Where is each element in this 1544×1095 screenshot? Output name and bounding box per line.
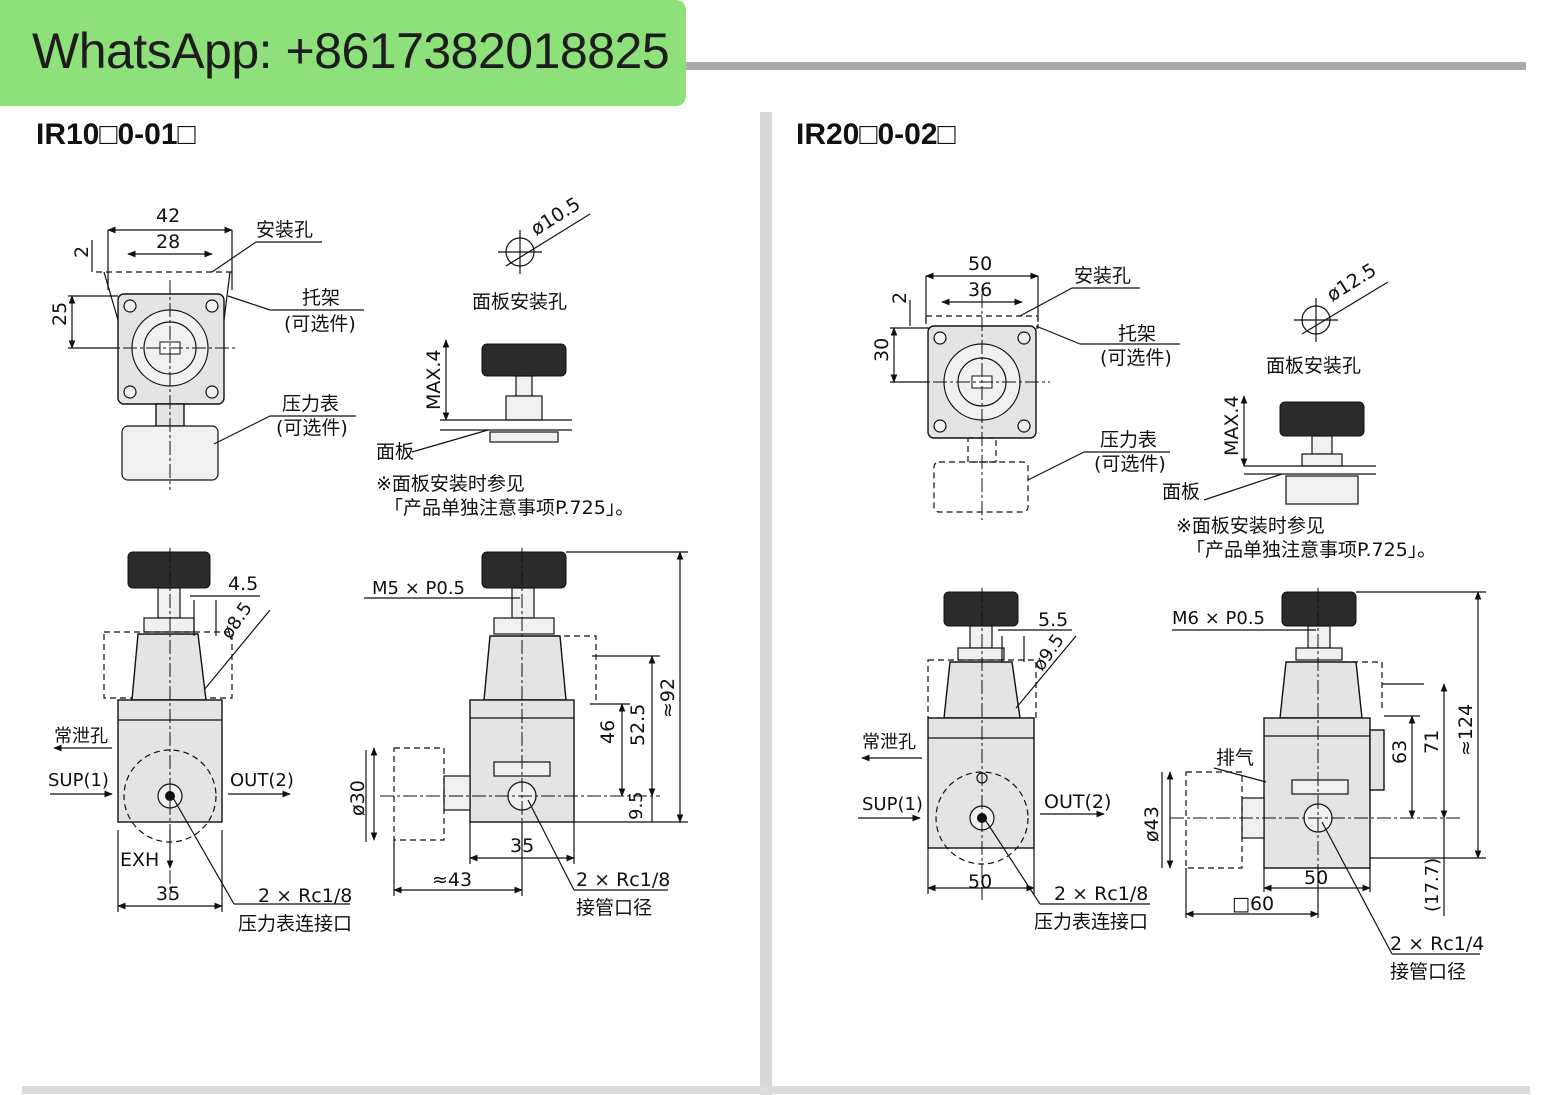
right-panel-note-1: ※面板安装时参见	[1176, 515, 1325, 537]
right-dim-50-front: 50	[968, 871, 992, 893]
left-dim-9-5: 9.5	[626, 791, 647, 820]
left-panel-hole-symbol	[498, 213, 591, 274]
left-dia-8-5: ø8.5	[217, 598, 257, 643]
right-dim-71: 71	[1421, 730, 1443, 754]
right-front-view	[858, 588, 1150, 905]
left-panel-hole-diameter: ø10.5	[527, 193, 584, 240]
left-dim-4-5: 4.5	[228, 573, 258, 595]
right-sup-label: SUP(1)	[862, 794, 923, 815]
right-dia-43: ø43	[1141, 806, 1163, 842]
right-pipe-port-count: 2 × Rc1/4	[1390, 933, 1484, 955]
right-dim-63: 63	[1389, 740, 1411, 764]
left-gauge-port-count: 2 × Rc1/8	[258, 885, 352, 907]
right-gauge-optional-label: (可选件)	[1094, 453, 1166, 475]
left-top-view	[68, 226, 364, 490]
right-thread-label: M6 × P0.5	[1172, 608, 1265, 629]
left-gauge-optional-label: (可选件)	[276, 417, 348, 439]
left-pipe-port-label: 接管口径	[576, 897, 652, 919]
left-dim-2: 2	[71, 246, 93, 258]
left-bracket-label: 托架	[302, 287, 340, 309]
left-out-label: OUT(2)	[230, 770, 294, 791]
left-dim-43: ≈43	[432, 869, 472, 891]
right-dim-30: 30	[871, 338, 893, 362]
whatsapp-banner: WhatsApp: +8617382018825	[0, 0, 686, 106]
right-gauge-port-label: 压力表连接口	[1034, 911, 1148, 933]
right-pipe-port-label: 接管口径	[1390, 961, 1466, 983]
left-mount-hole-label: 安装孔	[256, 219, 313, 241]
right-panel-note-2: 「产品单独注意事项P.725」。	[1186, 539, 1436, 561]
top-rule	[686, 62, 1526, 70]
right-panel-label: 面板	[1162, 481, 1200, 503]
left-bracket-optional-label: (可选件)	[284, 313, 356, 335]
right-bracket-optional-label: (可选件)	[1100, 347, 1172, 369]
right-top-view	[890, 272, 1180, 520]
left-side-view	[364, 548, 688, 896]
bottom-rule	[22, 1086, 1530, 1094]
left-model-title: IR10□0-01□	[36, 118, 196, 151]
right-out-label: OUT(2)	[1044, 791, 1111, 813]
right-panel-mount-detail	[1203, 395, 1376, 505]
right-dim-60: □60	[1232, 893, 1274, 915]
right-panel-hole-label: 面板安装孔	[1266, 355, 1361, 377]
left-pipe-port-count: 2 × Rc1/8	[576, 869, 670, 891]
right-side-view	[1161, 588, 1486, 955]
left-panel-note-1: ※面板安装时参见	[376, 473, 525, 495]
left-gauge-port-label: 压力表连接口	[238, 913, 352, 935]
right-max4-dim: MAX.4	[1221, 395, 1243, 456]
right-model-title: IR20□0-02□	[796, 118, 956, 151]
left-dim-35-front: 35	[156, 883, 180, 905]
left-dim-35-side: 35	[510, 835, 534, 857]
left-panel-label: 面板	[376, 441, 414, 463]
left-panel-note-2: 「产品单独注意事项P.725」。	[384, 497, 634, 519]
whatsapp-contact-text: WhatsApp: +8617382018825	[32, 23, 670, 79]
left-dim-42: 42	[156, 205, 180, 227]
left-dia-30: ø30	[347, 780, 369, 816]
right-dim-36: 36	[968, 279, 992, 301]
left-thread-label: M5 × P0.5	[372, 578, 465, 599]
left-sup-label: SUP(1)	[48, 770, 109, 791]
left-dim-25: 25	[49, 302, 71, 326]
left-dim-92: ≈92	[657, 678, 679, 718]
left-panel-mount-detail	[411, 339, 572, 453]
left-dim-28: 28	[156, 231, 180, 253]
left-bleed-label: 常泄孔	[54, 726, 108, 747]
right-dim-17-7: (17.7)	[1422, 858, 1443, 912]
right-panel-hole-symbol	[1294, 281, 1389, 342]
left-front-view	[50, 548, 350, 912]
right-mount-hole-label: 安装孔	[1074, 265, 1131, 287]
center-divider	[760, 112, 772, 1095]
right-dim-2: 2	[889, 292, 911, 304]
right-gauge-port-count: 2 × Rc1/8	[1054, 883, 1148, 905]
left-dim-46: 46	[597, 720, 619, 744]
right-dim-50-side: 50	[1304, 867, 1328, 889]
left-panel-hole-label: 面板安装孔	[472, 291, 567, 313]
right-gauge-label: 压力表	[1100, 429, 1157, 451]
left-max4-dim: MAX.4	[423, 349, 445, 410]
left-dim-52-5: 52.5	[627, 704, 649, 746]
right-dim-50: 50	[968, 253, 992, 275]
right-panel-hole-diameter: ø12.5	[1323, 259, 1380, 306]
right-dim-5-5: 5.5	[1038, 609, 1068, 631]
right-exhaust-label: 排气	[1216, 747, 1254, 769]
right-bleed-label: 常泄孔	[862, 732, 916, 753]
right-bracket-label: 托架	[1118, 323, 1156, 345]
left-exh-label: EXH	[120, 849, 159, 871]
right-dim-124: ≈124	[1455, 704, 1477, 756]
left-gauge-label: 压力表	[282, 393, 339, 415]
